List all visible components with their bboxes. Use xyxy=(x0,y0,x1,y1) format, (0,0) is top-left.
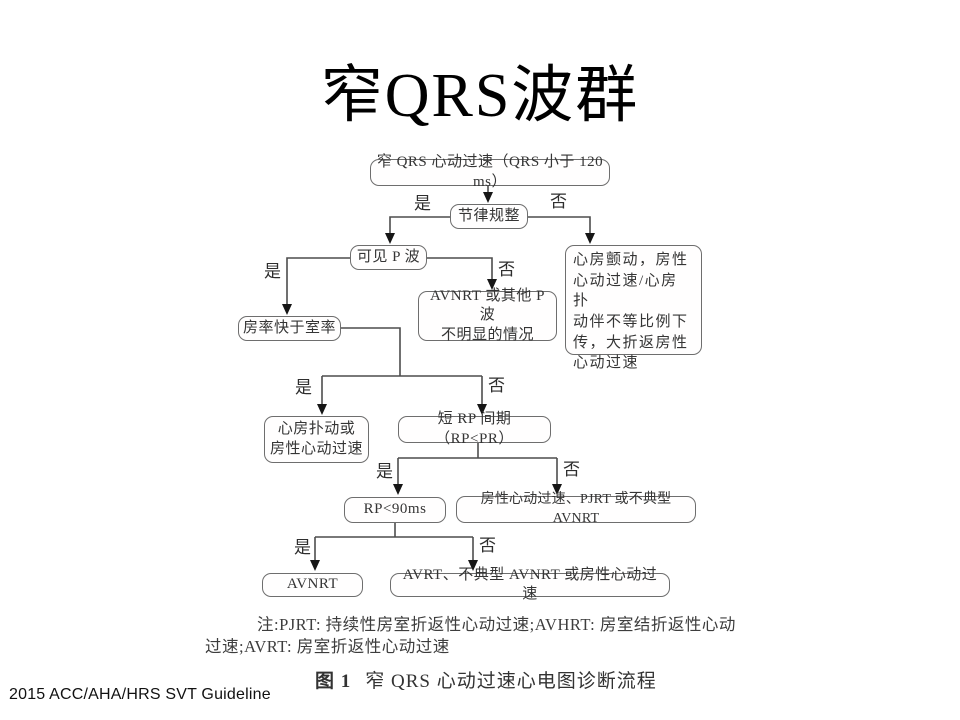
figure-note-line2: 过速;AVRT: 房室折返性心动过速 xyxy=(205,637,450,656)
branch-label-yes-5: 是 xyxy=(294,538,311,557)
figure-note-line1: 注:PJRT: 持续性房室折返性心动过速;AVHRT: 房室结折返性心动 xyxy=(257,615,736,634)
flow-node-avrt-group: AVRT、不典型 AVNRT 或房性心动过速 xyxy=(390,567,670,602)
flow-node-atrial-faster: 房率快于室率 xyxy=(238,316,341,341)
flow-node-p-wave-visible: 可见 P 波 xyxy=(350,245,427,270)
branch-label-no-4: 否 xyxy=(563,460,580,479)
branch-label-yes-2: 是 xyxy=(264,262,281,281)
flow-node-start: 窄 QRS 心动过速（QRS 小于 120 ms） xyxy=(370,154,610,190)
slide-title: 窄QRS波群 xyxy=(320,62,640,130)
flow-node-at-pjrt-avnrt: 房性心动过速、PJRT 或不典型 AVNRT xyxy=(456,492,696,526)
flow-node-short-rp: 短 RP 间期（RP<PR） xyxy=(398,411,551,447)
figure-caption-label: 图 1 xyxy=(315,671,352,692)
branch-label-no-1: 否 xyxy=(550,192,567,211)
flow-node-rp-lt-90: RP<90ms xyxy=(344,497,446,523)
branch-label-no-2: 否 xyxy=(498,260,515,279)
branch-label-no-5: 否 xyxy=(479,536,496,555)
flow-node-afib-group: 心房颤动，房性 心动过速/心房扑 动伴不等比例下 传，大折返房性 心动过速 xyxy=(565,245,702,371)
branch-label-yes-3: 是 xyxy=(295,378,312,397)
flow-node-avnrt: AVNRT xyxy=(262,573,363,597)
branch-label-no-3: 否 xyxy=(488,376,505,395)
branch-label-yes-4: 是 xyxy=(376,462,393,481)
flow-node-rhythm-regular: 节律规整 xyxy=(450,204,528,229)
flow-node-avnrt-hidden-p: AVNRT 或其他 P 波 不明显的情况 xyxy=(418,288,557,343)
flow-node-flutter-at: 心房扑动或 房性心动过速 xyxy=(264,416,369,463)
figure-caption-text: 窄 QRS 心动过速心电图诊断流程 xyxy=(365,671,657,692)
figure-caption: 图 1 窄 QRS 心动过速心电图诊断流程 xyxy=(315,666,657,693)
guideline-footer: 2015 ACC/AHA/HRS SVT Guideline xyxy=(9,686,271,703)
branch-label-yes-1: 是 xyxy=(414,194,431,213)
